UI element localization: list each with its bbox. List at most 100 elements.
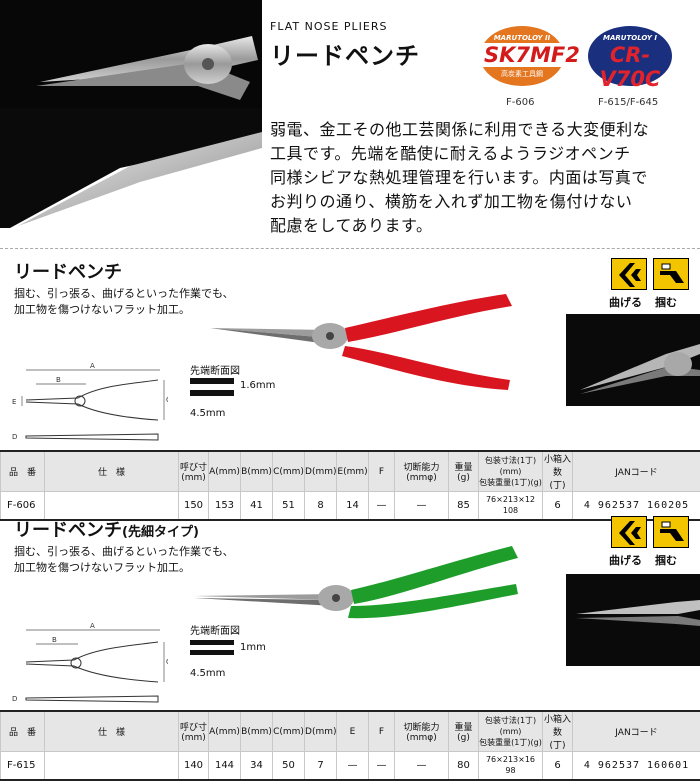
header-c-unit: (mm) xyxy=(279,726,304,737)
cell-d: 8 xyxy=(304,491,337,521)
header-d-label: D xyxy=(305,726,312,737)
header-f: F xyxy=(368,710,395,752)
dimension-b-label: B xyxy=(56,376,61,384)
spec-table: 品 番 仕 様 呼び寸(mm) A(mm) B(mm) C(mm) D(mm) … xyxy=(0,710,700,781)
header-c-label: C xyxy=(273,726,280,737)
header-cut-unit: (mmφ) xyxy=(406,733,437,743)
cross-section-jaw-bottom xyxy=(190,650,234,655)
header-size-label: 呼び寸 xyxy=(179,723,207,733)
table-row: F-615 140 144 34 50 7 — — — 80 76×213×16… xyxy=(0,751,700,781)
product-title: リードペンチ(先細タイプ) xyxy=(14,516,199,542)
header-code: 品 番 xyxy=(0,710,45,752)
dimension-c-label: C xyxy=(166,396,168,404)
product-title-main: リードペンチ xyxy=(14,520,122,541)
hero-photo xyxy=(0,0,262,108)
spec-table: 品 番 仕 様 呼び寸(mm) A(mm) B(mm) C(mm) D(mm) … xyxy=(0,450,700,521)
header-d: D(mm) xyxy=(304,450,337,492)
cross-section-label: 先端断面図 xyxy=(190,626,240,637)
cell-b: 34 xyxy=(240,751,273,781)
header-c: C(mm) xyxy=(272,450,305,492)
header-pkg-size: 包装寸法(1丁) xyxy=(484,456,537,465)
header-spec: 仕 様 xyxy=(44,450,179,492)
description-line: 加工物を傷つけないフラット加工。 xyxy=(14,561,190,574)
cross-section-height: 1.6mm xyxy=(240,380,276,391)
pliers-tip-image xyxy=(0,108,262,228)
header-size-unit: (mm) xyxy=(181,733,206,743)
header-a-unit: (mm) xyxy=(215,466,240,477)
product-title: リードペンチ xyxy=(14,258,122,284)
header-cut-label: 切断能力 xyxy=(403,463,440,473)
header-d: D(mm) xyxy=(304,710,337,752)
header-f: F xyxy=(368,450,395,492)
product-title-sub: (先細タイプ) xyxy=(122,525,199,540)
header-b-unit: (mm) xyxy=(247,726,272,737)
header-pkg-weight-unit: (g) xyxy=(530,478,542,487)
badge-sub-label: 高炭素工具鋼 xyxy=(501,70,543,78)
cell-qty: 6 xyxy=(542,491,573,521)
header-qty-unit: (丁) xyxy=(549,481,566,491)
header-qty: 小箱入数(丁) xyxy=(542,710,573,752)
header-b-label: B xyxy=(241,726,248,737)
bend-label: 曲げる xyxy=(609,296,642,309)
pliers-closeup-image xyxy=(36,36,258,100)
cell-cut: — xyxy=(394,751,449,781)
badge-sub-label: クロバナ入り70カーボン鋼 xyxy=(590,94,670,112)
header-size: 呼び寸(mm) xyxy=(178,450,209,492)
product-description: 掴む、引っ張る、曲げるといった作業でも、 加工物を傷つけないフラット加工。 xyxy=(14,286,234,318)
badge-caption: F-615/F-645 xyxy=(598,97,659,108)
badge-main-label: CR-V70C xyxy=(599,43,661,91)
header-size: 呼び寸(mm) xyxy=(178,710,209,752)
grip-label: 掴む xyxy=(655,296,677,309)
material-badge-sk7mf2: MARUTOLOY II SK7MF2 高炭素工具鋼 xyxy=(480,26,584,86)
cell-a: 153 xyxy=(208,491,241,521)
header-a-label: A xyxy=(209,726,216,737)
header-b-label: B xyxy=(241,466,248,477)
intro-line: お判りの通り、横筋を入れず加工物を傷付けない xyxy=(270,192,633,211)
dimension-diagram: A B C E D xyxy=(12,362,168,441)
header-a-label: A xyxy=(209,466,216,477)
header-package: 包装寸法(1丁)(mm)包装重量(1丁)(g) xyxy=(478,450,543,492)
cell-qty: 6 xyxy=(542,751,573,781)
header-b: B(mm) xyxy=(240,450,273,492)
cell-e: 14 xyxy=(336,491,369,521)
dimension-diagram: A B C D xyxy=(12,622,168,703)
cross-section-jaw-top xyxy=(190,640,234,645)
header-weight-label: 重量 xyxy=(454,463,473,473)
product-photo xyxy=(566,574,700,666)
header-d-unit: (mm) xyxy=(311,466,337,477)
header-c-unit: (mm) xyxy=(279,466,304,477)
badge-main-label: SK7MF2 xyxy=(480,43,584,67)
intro-text: 弱電、金工その他工芸関係に利用できる大変便利な 工具です。先端を酷使に耐えるよう… xyxy=(270,118,690,238)
header-pkg-weight: 包装重量(1丁) xyxy=(479,478,531,487)
product-title-main: リードペンチ xyxy=(14,262,122,283)
cell-b: 41 xyxy=(240,491,273,521)
cross-section-width: 4.5mm xyxy=(190,668,226,679)
header-cut: 切断能力(mmφ) xyxy=(394,710,449,752)
cell-weight: 85 xyxy=(448,491,479,521)
header-weight-label: 重量 xyxy=(454,723,473,733)
intro-line: 弱電、金工その他工芸関係に利用できる大変便利な xyxy=(270,120,650,139)
header-a: A(mm) xyxy=(208,450,241,492)
header-pkg-size-unit: (mm) xyxy=(499,727,522,736)
description-line: 掴む、引っ張る、曲げるといった作業でも、 xyxy=(14,287,234,300)
header-a-unit: (mm) xyxy=(215,726,240,737)
dimension-a-label: A xyxy=(90,362,95,370)
header-e-label: E xyxy=(337,466,344,477)
header-pkg-size: 包装寸法(1丁) xyxy=(484,716,537,725)
cell-e: — xyxy=(336,751,369,781)
header-d-label: D xyxy=(305,466,312,477)
cell-spec xyxy=(44,491,179,521)
header-weight: 重量(g) xyxy=(448,710,479,752)
grip-icon xyxy=(653,258,689,290)
section-divider xyxy=(0,248,700,249)
pliers-tip-photo xyxy=(576,600,700,626)
header-c-label: C xyxy=(273,466,280,477)
bend-label: 曲げる xyxy=(609,554,642,567)
dimension-c-label: C xyxy=(166,658,168,666)
title-english: FLAT NOSE PLIERS xyxy=(270,20,388,33)
header-jan: JANコード xyxy=(572,710,700,752)
dimension-d-label: D xyxy=(12,695,17,703)
header-c: C(mm) xyxy=(272,710,305,752)
red-pliers-image xyxy=(210,294,512,390)
